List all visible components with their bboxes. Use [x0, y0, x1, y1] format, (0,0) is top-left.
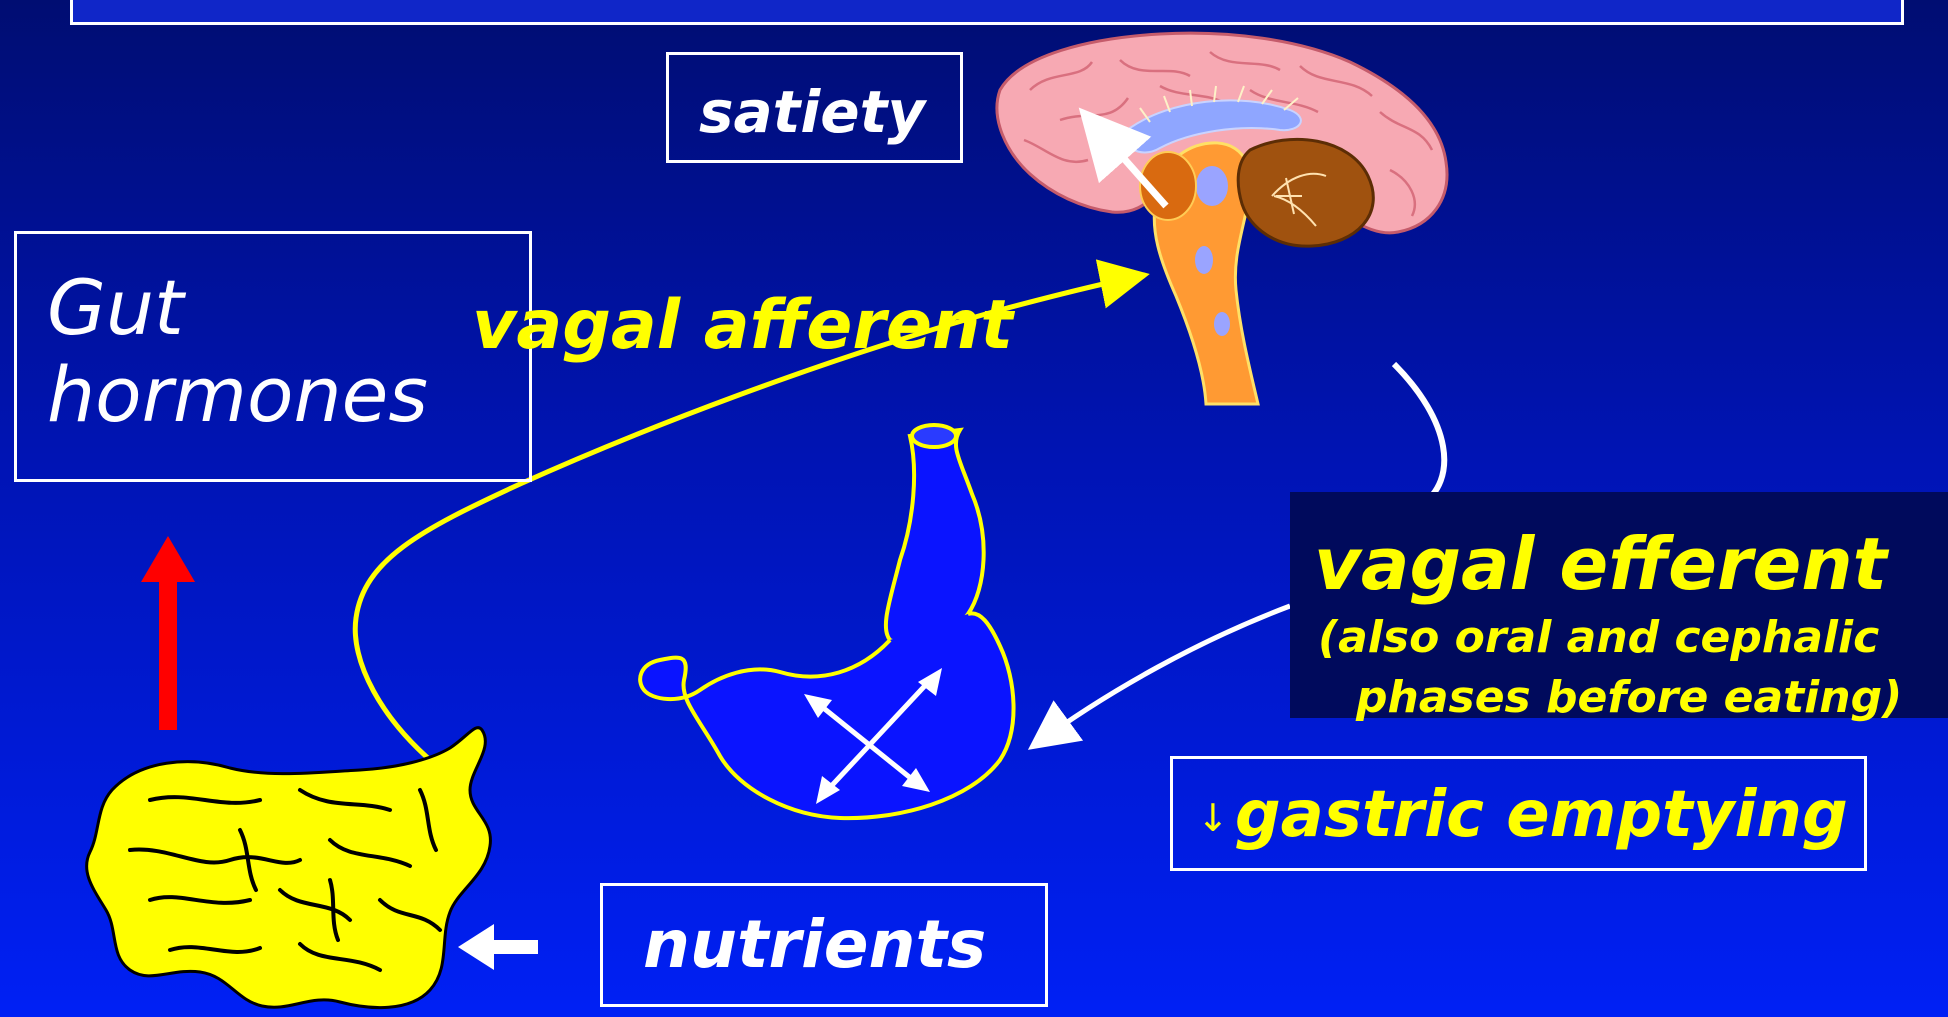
- intestine-icon: [87, 728, 491, 1008]
- down-arrow-icon: ↓: [1197, 796, 1229, 840]
- gastric-emptying-label: ↓gastric emptying: [1170, 756, 1867, 871]
- gut-hormones-label: Gut hormones: [14, 231, 532, 482]
- up-arrow-icon: [141, 536, 195, 730]
- brain-icon: [997, 33, 1447, 404]
- nutrients-text: nutrients: [643, 906, 986, 983]
- efferent-note-line2: phases before eating): [1356, 676, 1902, 720]
- vagal-afferent-label: vagal afferent: [472, 292, 1013, 360]
- stomach-icon: [640, 425, 1013, 818]
- cerebellum: [1238, 139, 1373, 246]
- vagal-efferent-label: vagal efferent: [1314, 528, 1887, 600]
- satiety-text: satiety: [699, 78, 925, 146]
- nutrients-label: nutrients: [600, 883, 1048, 1007]
- gut-hormones-line2: hormones: [47, 351, 529, 438]
- satiety-label: satiety: [666, 52, 963, 163]
- gut-hormones-line1: Gut: [47, 264, 529, 351]
- vagal-efferent-path: [1394, 364, 1444, 506]
- gastric-emptying-text: gastric emptying: [1235, 778, 1848, 852]
- efferent-note-line1: (also oral and cephalic: [1318, 616, 1879, 660]
- left-arrow-icon: [458, 924, 538, 970]
